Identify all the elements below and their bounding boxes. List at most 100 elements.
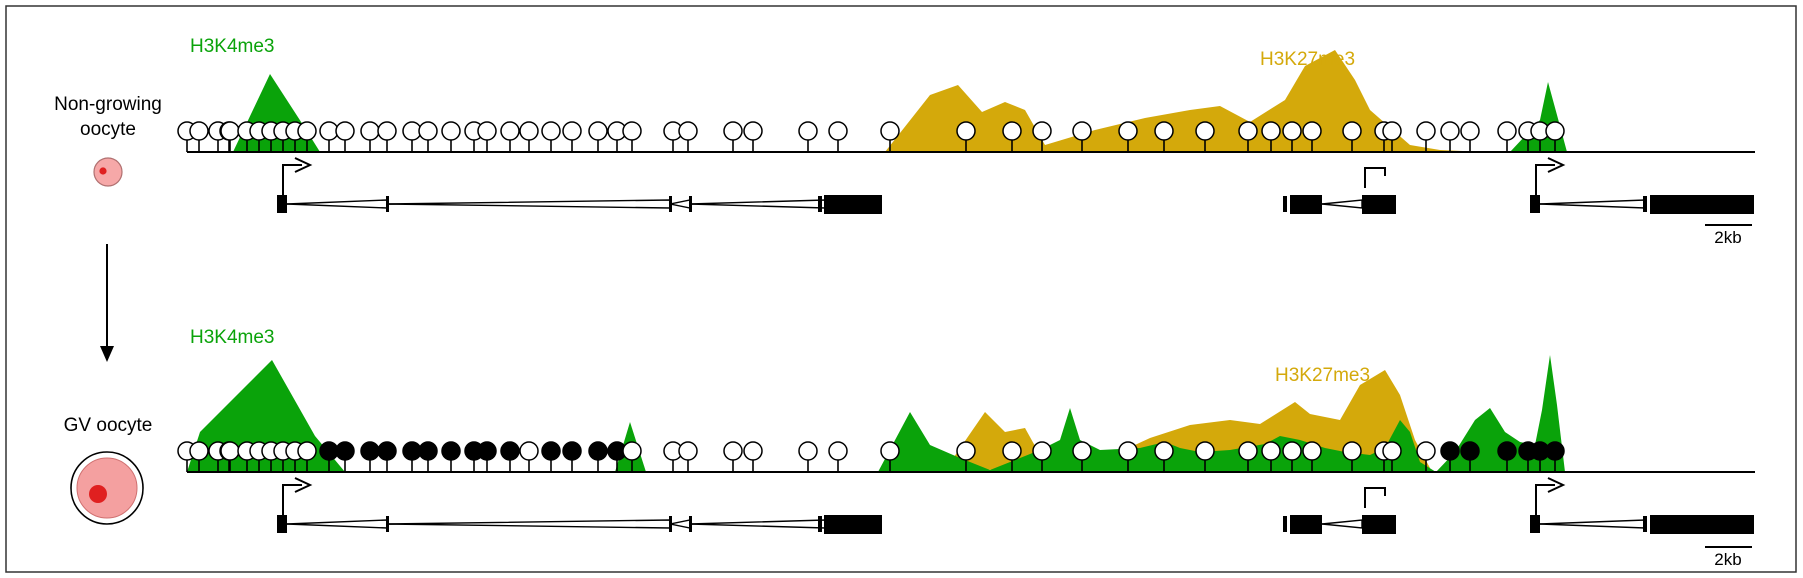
unmethylated-cpg [335, 121, 355, 141]
unmethylated-cpg [477, 121, 497, 141]
gene-models [277, 157, 1754, 214]
exon [1530, 195, 1540, 213]
unmethylated-cpg [1072, 121, 1092, 141]
unmethylated-cpg [1195, 121, 1215, 141]
tss-arrow-icon [1364, 167, 1386, 188]
exon [1650, 515, 1754, 534]
unmethylated-cpg [798, 441, 818, 461]
unmethylated-cpg [1282, 441, 1302, 461]
tss-arrow-icon [282, 477, 313, 520]
unmethylated-cpg [1497, 121, 1517, 141]
methylated-cpg [1497, 441, 1517, 461]
h3k27me3-track [885, 50, 1490, 152]
unmethylated-cpg [1118, 121, 1138, 141]
exon [689, 516, 692, 532]
methylated-cpg [1440, 441, 1460, 461]
exon [669, 196, 672, 212]
exon [1643, 516, 1647, 532]
non-growing-oocyte-icon [93, 157, 123, 187]
methylated-cpg [1545, 441, 1565, 461]
exon [1362, 195, 1396, 214]
tss-arrow-icon [282, 157, 313, 200]
unmethylated-cpg [1302, 121, 1322, 141]
gv-oocyte-icon [70, 451, 144, 525]
cpg-lollipops [177, 121, 1565, 152]
unmethylated-cpg [1440, 121, 1460, 141]
exon [1650, 195, 1754, 214]
methylated-cpg [1460, 441, 1480, 461]
unmethylated-cpg [1261, 441, 1281, 461]
exon [277, 515, 287, 533]
exon [818, 516, 822, 532]
exon [824, 515, 882, 534]
methylated-cpg [541, 441, 561, 461]
unmethylated-cpg [1302, 441, 1322, 461]
panel-non-growing: H3K4me3 H3K27me3 [177, 36, 1755, 247]
unmethylated-cpg [1545, 121, 1565, 141]
methylated-cpg [588, 441, 608, 461]
unmethylated-cpg [441, 121, 461, 141]
methylated-cpg [418, 441, 438, 461]
exon [386, 196, 389, 212]
exon [669, 516, 672, 532]
unmethylated-cpg [1072, 441, 1092, 461]
cell-label-1-line-2: oocyte [80, 119, 136, 140]
unmethylated-cpg [297, 441, 317, 461]
h3k4me3-label: H3K4me3 [190, 327, 275, 348]
unmethylated-cpg [1238, 441, 1258, 461]
unmethylated-cpg [1195, 441, 1215, 461]
exon [1362, 515, 1396, 534]
unmethylated-cpg [723, 121, 743, 141]
unmethylated-cpg [519, 121, 539, 141]
unmethylated-cpg [956, 441, 976, 461]
unmethylated-cpg [1342, 441, 1362, 461]
unmethylated-cpg [297, 121, 317, 141]
methylated-cpg [562, 441, 582, 461]
unmethylated-cpg [588, 121, 608, 141]
unmethylated-cpg [1382, 121, 1402, 141]
unmethylated-cpg [519, 441, 539, 461]
methylated-cpg [377, 441, 397, 461]
methylated-cpg [441, 441, 461, 461]
unmethylated-cpg [1460, 121, 1480, 141]
scale-bar-label: 2kb [1714, 550, 1741, 569]
unmethylated-cpg [880, 441, 900, 461]
unmethylated-cpg [189, 441, 209, 461]
exon [277, 195, 287, 213]
tss-arrow-icon [1364, 487, 1386, 508]
exon [818, 196, 822, 212]
unmethylated-cpg [1002, 441, 1022, 461]
unmethylated-cpg [418, 121, 438, 141]
cpg-lollipops [177, 441, 1565, 472]
exon [824, 195, 882, 214]
unmethylated-cpg [1416, 121, 1436, 141]
unmethylated-cpg [678, 441, 698, 461]
cell-label-2: GV oocyte [64, 415, 153, 436]
panel-gv-oocyte: H3K4me3 H3K27me3 [177, 327, 1755, 569]
unmethylated-cpg [360, 121, 380, 141]
unmethylated-cpg [562, 121, 582, 141]
unmethylated-cpg [828, 441, 848, 461]
unmethylated-cpg [1002, 121, 1022, 141]
exon [689, 196, 692, 212]
tss-arrow-icon [1535, 157, 1566, 200]
cell-label-1-line-1: Non-growing [54, 94, 162, 115]
unmethylated-cpg [1261, 121, 1281, 141]
gene-models [277, 477, 1754, 534]
unmethylated-cpg [1382, 441, 1402, 461]
unmethylated-cpg [220, 441, 240, 461]
methylated-cpg [335, 441, 355, 461]
unmethylated-cpg [1342, 121, 1362, 141]
unmethylated-cpg [377, 121, 397, 141]
exon [1283, 196, 1287, 212]
scale-bar-label: 2kb [1714, 228, 1741, 247]
tss-arrow-icon [1535, 477, 1566, 520]
exon [386, 516, 389, 532]
figure-frame [5, 5, 1797, 573]
unmethylated-cpg [541, 121, 561, 141]
h3k27me3-label: H3K27me3 [1260, 49, 1355, 70]
unmethylated-cpg [1154, 441, 1174, 461]
methylated-cpg [360, 441, 380, 461]
unmethylated-cpg [1032, 441, 1052, 461]
